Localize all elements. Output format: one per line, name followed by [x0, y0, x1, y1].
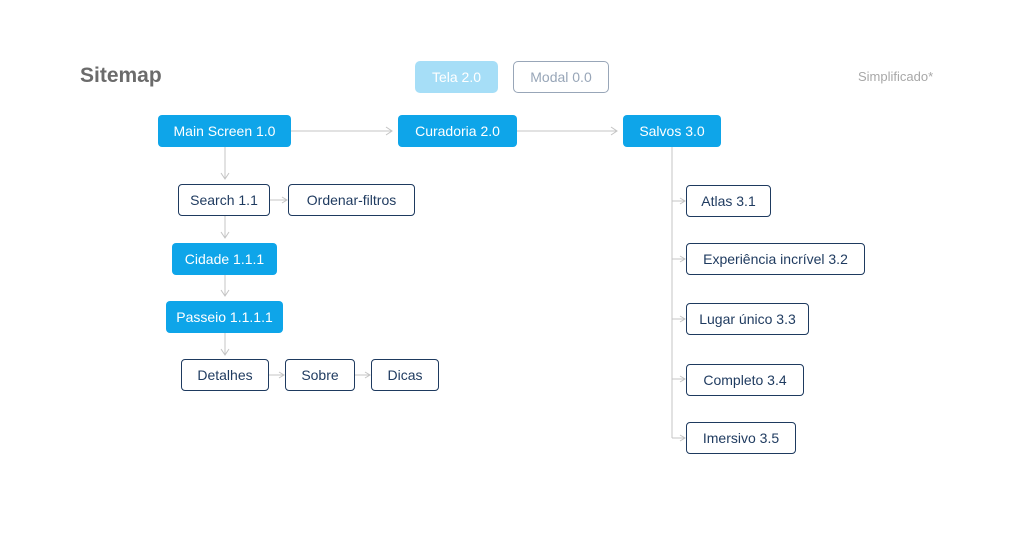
node-detalhes: Detalhes: [181, 359, 269, 391]
node-salvos: Salvos 3.0: [623, 115, 721, 147]
link-search-to-ordenar: [270, 196, 288, 204]
node-search: Search 1.1: [178, 184, 270, 216]
link-to-experiencia: [672, 255, 686, 263]
link-to-lugar: [672, 315, 686, 323]
link-search-to-cidade: [220, 216, 230, 239]
link-to-imersivo: [672, 434, 686, 442]
link-main-to-curadoria: [291, 126, 393, 136]
link-to-atlas: [672, 197, 686, 205]
legend-screen: Tela 2.0: [415, 61, 498, 93]
link-cidade-to-passeio: [220, 275, 230, 297]
link-sobre-to-dicas: [355, 371, 371, 379]
node-atlas: Atlas 3.1: [686, 185, 771, 217]
legend-modal: Modal 0.0: [513, 61, 609, 93]
node-completo: Completo 3.4: [686, 364, 804, 396]
link-main-to-search: [220, 147, 230, 180]
node-main-screen: Main Screen 1.0: [158, 115, 291, 147]
node-experiencia: Experiência incrível 3.2: [686, 243, 865, 275]
node-lugar: Lugar único 3.3: [686, 303, 809, 335]
node-cidade: Cidade 1.1.1: [172, 243, 277, 275]
node-ordenar-filtros: Ordenar-filtros: [288, 184, 415, 216]
node-curadoria: Curadoria 2.0: [398, 115, 517, 147]
link-to-completo: [672, 375, 686, 383]
node-imersivo: Imersivo 3.5: [686, 422, 796, 454]
page-subtitle: Simplificado*: [858, 69, 934, 84]
node-dicas: Dicas: [371, 359, 439, 391]
node-passeio: Passeio 1.1.1.1: [166, 301, 283, 333]
node-sobre: Sobre: [285, 359, 355, 391]
page-title: Sitemap: [80, 64, 162, 87]
link-passeio-to-detalhes: [220, 333, 230, 356]
link-detalhes-to-sobre: [269, 371, 285, 379]
link-curadoria-to-salvos: [517, 126, 618, 136]
